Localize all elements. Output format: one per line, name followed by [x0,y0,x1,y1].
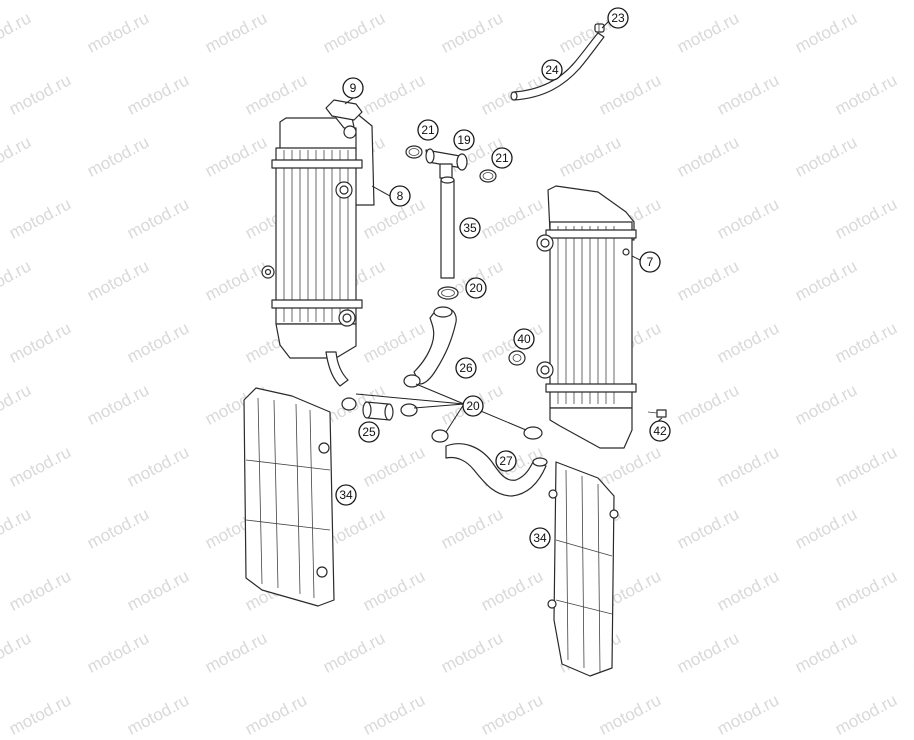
radiator-guard-right [547,461,619,677]
watermark-text: motod.ru [359,690,428,739]
callout-23: 23 [607,7,629,29]
watermark-text: motod.ru [713,690,782,739]
callout-27-label: 27 [499,454,513,468]
watermark-text: motod.ru [477,690,546,739]
callout-26-label: 26 [459,361,473,375]
watermark-text: motod.ru [123,690,192,739]
radiator-left [261,107,375,387]
callout-20-upper-label: 20 [469,281,483,295]
exploded-parts-diagram: 23 24 9 21 19 21 8 35 7 20 40 26 20 25 4… [243,7,671,677]
callout-8: 8 [389,185,411,207]
callout-9: 9 [342,77,364,99]
thermostat-housing [425,148,468,179]
callout-34-right-label: 34 [533,531,547,545]
hose-clamp-right [479,169,497,183]
radiator-hose-lower [445,443,548,497]
screw [647,409,667,418]
callout-26: 26 [455,357,477,379]
callout-40: 40 [513,328,535,350]
callout-35: 35 [459,217,481,239]
callout-19: 19 [453,129,475,151]
callout-8-label: 8 [397,189,404,203]
callout-40-label: 40 [517,332,531,346]
callout-20-group-label: 20 [466,399,480,413]
callout-24: 24 [541,59,563,81]
callout-9-label: 9 [350,81,357,95]
callout-42: 42 [649,420,671,442]
callout-34-left-label: 34 [339,488,353,502]
hose-sleeve [362,401,394,421]
callout-7: 7 [639,251,661,273]
radiator-cap [325,99,363,121]
callout-21-right: 21 [491,147,513,169]
radiator-guard-left [243,387,335,607]
callout-34-left: 34 [335,484,357,506]
radiator-right [536,185,637,449]
watermark-text: motod.ru [831,690,900,739]
callout-34-right: 34 [529,527,551,549]
watermark-text: motod.ru [5,690,74,739]
callout-27: 27 [495,450,517,472]
watermark-text: motod.ru [595,690,664,739]
hose-clip-small [594,23,605,33]
callout-21-right-label: 21 [495,151,509,165]
callout-25: 25 [358,421,380,443]
callout-24-label: 24 [545,63,559,77]
callout-7-label: 7 [647,255,654,269]
hose-clamp-upper [437,286,459,300]
callout-20-group: 20 [462,395,484,417]
connecting-pipe [440,176,455,279]
watermark-text: motod.ru [241,690,310,739]
grommet [508,350,526,366]
radiator-hose-upper [413,306,457,385]
callout-25-label: 25 [362,425,376,439]
callout-23-label: 23 [611,11,625,25]
callout-21-left-label: 21 [421,123,435,137]
callout-21-left: 21 [417,119,439,141]
callout-20-upper: 20 [465,277,487,299]
hose-clamp-left [405,145,423,159]
callout-35-label: 35 [463,221,477,235]
callout-19-label: 19 [457,133,471,147]
callout-42-label: 42 [653,424,667,438]
